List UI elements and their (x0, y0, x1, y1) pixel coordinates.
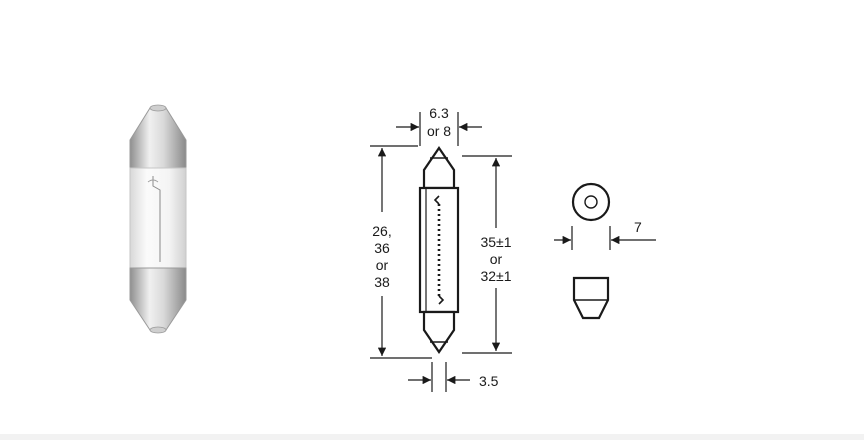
end-profile-icon (572, 276, 610, 320)
festoon-bulb-photo-icon (129, 104, 187, 334)
svg-text:38: 38 (374, 274, 390, 290)
svg-text:26,: 26, (372, 223, 391, 239)
bulb-technical-drawing (418, 146, 460, 354)
dim-end-view-diameter: 7 (634, 219, 642, 235)
svg-text:or: or (376, 257, 389, 273)
svg-text:6.3: 6.3 (429, 105, 449, 121)
dim-overall-length: 26, 36 or 38 (372, 223, 391, 290)
svg-text:or: or (490, 251, 503, 267)
svg-text:or 8: or 8 (427, 123, 451, 139)
svg-text:36: 36 (374, 240, 390, 256)
dim-cap-diameter: 6.3 or 8 (427, 105, 451, 139)
dim-tip-width: 3.5 (479, 373, 499, 389)
svg-text:32±1: 32±1 (480, 268, 511, 284)
dimension-arrow-icon (370, 112, 656, 392)
dim-body-length: 35±1 or 32±1 (480, 234, 511, 284)
footer-bar (0, 434, 864, 440)
svg-text:35±1: 35±1 (480, 234, 511, 250)
end-view-circle-icon (571, 182, 611, 222)
